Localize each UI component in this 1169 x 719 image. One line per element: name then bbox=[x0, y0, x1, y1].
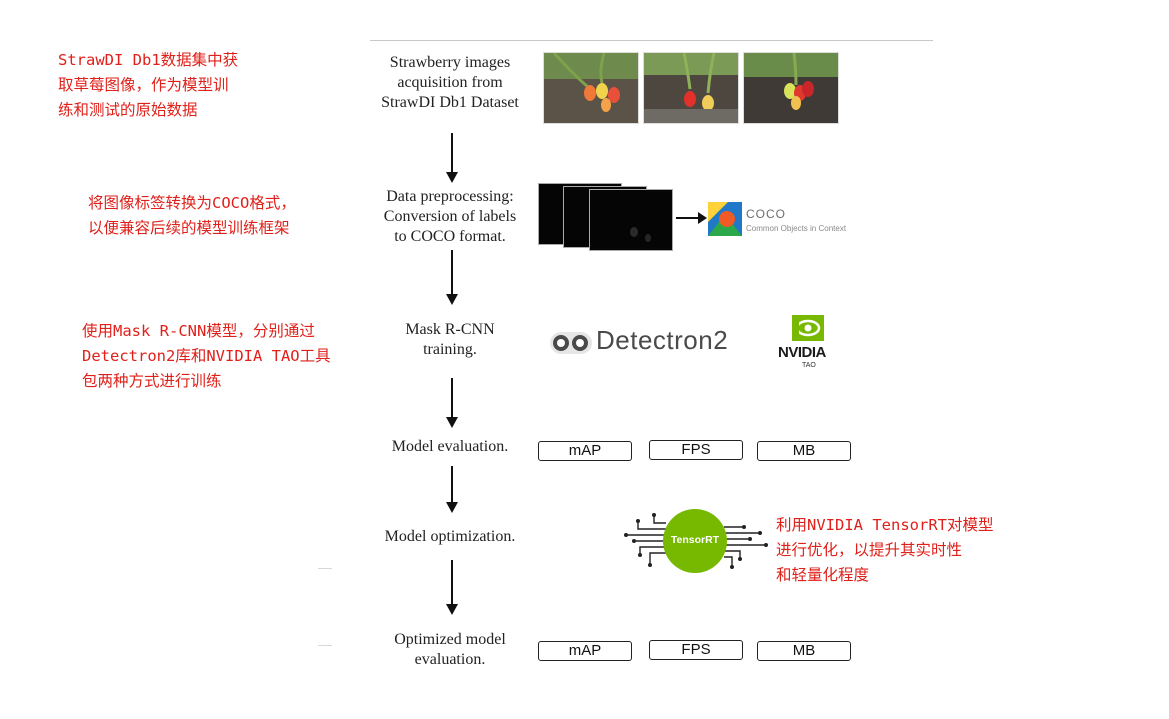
nvidia-eye-icon bbox=[792, 315, 824, 341]
flow-arrowhead-1 bbox=[446, 172, 458, 183]
note-preprocessing: 将图像标签转换为COCO格式， 以便兼容后续的模型训练框架 bbox=[88, 194, 296, 237]
flow-arrowhead-5 bbox=[446, 604, 458, 615]
step-preprocessing: Data preprocessing: Conversion of labels… bbox=[383, 188, 517, 245]
optimized-metric-fps-box: FPS bbox=[649, 640, 743, 660]
coco-logo: COCO Common Objects in Context bbox=[708, 202, 848, 238]
optimized-metric-mb-box: MB bbox=[757, 641, 851, 661]
metric-mb-box: MB bbox=[757, 441, 851, 461]
coco-title: COCO bbox=[746, 207, 786, 221]
nvidia-tao-label: TAO bbox=[802, 362, 816, 369]
faint-mark-1 bbox=[318, 568, 332, 569]
tensorrt-logo: TensorRT bbox=[620, 507, 770, 573]
conversion-arrow bbox=[676, 217, 700, 219]
metric-map-box: mAP bbox=[538, 441, 632, 461]
optimized-metric-map-box: mAP bbox=[538, 641, 632, 661]
step-evaluation: Model evaluation. bbox=[391, 438, 509, 455]
flow-arrow-1 bbox=[451, 133, 453, 173]
step-training: Mask R-CNN training. bbox=[405, 321, 495, 358]
mask-image-stack bbox=[538, 183, 673, 251]
detectron-logo: Detectron2 bbox=[550, 322, 750, 362]
conversion-arrowhead bbox=[698, 212, 707, 224]
step-optimized-evaluation: Optimized model evaluation. bbox=[394, 631, 506, 668]
strawberry-photo-3 bbox=[743, 52, 839, 124]
coco-logo-icon bbox=[708, 202, 742, 236]
metric-fps-box: FPS bbox=[649, 440, 743, 460]
flow-arrowhead-2 bbox=[446, 294, 458, 305]
step-optimization: Model optimization. bbox=[384, 528, 516, 545]
mask-image-3 bbox=[589, 189, 673, 251]
step-acquisition: Strawberry images acquisition from Straw… bbox=[381, 54, 519, 111]
note-training: 使用Mask R-CNN模型，分别通过 Detectron2库和NVIDIA T… bbox=[82, 322, 331, 390]
flow-arrowhead-3 bbox=[446, 417, 458, 428]
flow-arrow-3 bbox=[451, 378, 453, 418]
nvidia-tao-logo: NVIDIA TAO bbox=[776, 315, 840, 373]
nvidia-wordmark: NVIDIA bbox=[778, 344, 826, 361]
strawberry-photo-2 bbox=[643, 52, 739, 124]
flow-arrow-4 bbox=[451, 466, 453, 503]
top-divider bbox=[370, 40, 933, 41]
note-acquisition: StrawDI Db1数据集中获 取草莓图像，作为模型训 练和测试的原始数据 bbox=[58, 51, 239, 119]
coco-subtitle: Common Objects in Context bbox=[746, 224, 847, 233]
strawberry-photo-1 bbox=[543, 52, 639, 124]
circuit-lines-icon bbox=[624, 509, 768, 573]
flow-arrow-2 bbox=[451, 250, 453, 295]
flow-arrowhead-4 bbox=[446, 502, 458, 513]
faint-mark-2 bbox=[318, 645, 332, 646]
detectron-wordmark: Detectron2 bbox=[596, 325, 729, 355]
tensorrt-label: TensorRT bbox=[670, 534, 720, 546]
detectron-eyes-icon bbox=[550, 332, 592, 354]
note-optimization: 利用NVIDIA TensorRT对模型 进行优化，以提升其实时性 和轻量化程度 bbox=[776, 516, 994, 584]
flow-arrow-5 bbox=[451, 560, 453, 605]
